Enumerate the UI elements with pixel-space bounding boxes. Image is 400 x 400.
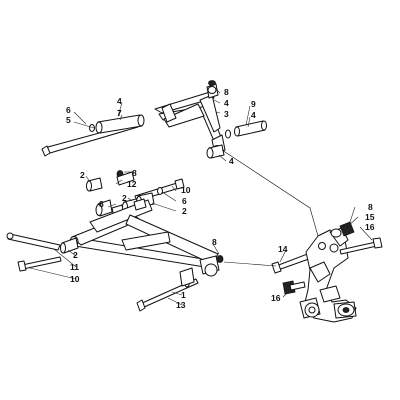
callout-13: 13 — [176, 300, 186, 310]
assembly-guide-lines — [221, 149, 319, 267]
lower-a-arm — [69, 198, 220, 277]
callout-15: 15 — [365, 212, 375, 222]
upper-right-bushing — [234, 120, 267, 137]
callout-11: 11 — [70, 262, 79, 272]
callout-12: 12 — [127, 179, 137, 189]
callout-8: 8 — [368, 202, 373, 212]
callout-5: 5 — [66, 115, 71, 125]
upper-a-arm-group — [41, 80, 267, 162]
lower-rod — [6, 232, 61, 251]
steering-knuckle-group — [271, 206, 383, 323]
knuckle-bolt-16-lower — [282, 280, 306, 295]
callout-4: 4 — [229, 156, 234, 166]
callout-8: 8 — [224, 87, 229, 97]
callout-2: 2 — [73, 250, 78, 260]
callout-6: 6 — [182, 196, 187, 206]
upper-a-arm — [154, 83, 226, 155]
callout-labels: 6 5 4 7 8 4 3 9 4 4 2 8 12 10 6 2 8 2 1 … — [66, 87, 375, 310]
callout-9: 9 — [251, 99, 256, 109]
lower-washer — [157, 187, 163, 195]
knuckle-nut — [339, 221, 355, 237]
callout-7: 7 — [117, 108, 122, 118]
lower-bolt-13 — [136, 267, 199, 312]
callout-8: 8 — [99, 199, 104, 209]
callout-2: 2 — [182, 206, 187, 216]
callout-8: 8 — [132, 168, 137, 178]
lower-a-arm-group — [6, 170, 224, 312]
callout-8: 8 — [212, 237, 217, 247]
lower-left-bushing — [60, 237, 79, 254]
lower-left-bolt — [17, 256, 62, 272]
knuckle-bolt-16-upper — [339, 237, 383, 255]
callout-4: 4 — [224, 98, 229, 108]
upper-rear-bushing — [206, 144, 225, 159]
callout-2: 2 — [80, 170, 85, 180]
upper-washer — [89, 124, 95, 132]
callout-3: 3 — [224, 109, 229, 119]
steering-knuckle — [299, 227, 357, 323]
callout-10: 10 — [70, 274, 80, 284]
callout-4: 4 — [117, 96, 122, 106]
callout-4: 4 — [251, 110, 256, 120]
callout-16: 16 — [365, 222, 375, 232]
callout-6: 6 — [66, 105, 71, 115]
lower-arm-nut — [216, 255, 224, 263]
callout-10: 10 — [181, 185, 191, 195]
callout-1: 1 — [181, 290, 186, 300]
callout-16: 16 — [271, 293, 281, 303]
upper-right-washer — [225, 129, 231, 139]
upper-arm-nut — [208, 80, 216, 86]
callout-2: 2 — [122, 193, 127, 203]
upper-bushing-long — [95, 114, 145, 134]
lower-top-bushing — [86, 177, 103, 192]
callout-14: 14 — [278, 244, 288, 254]
